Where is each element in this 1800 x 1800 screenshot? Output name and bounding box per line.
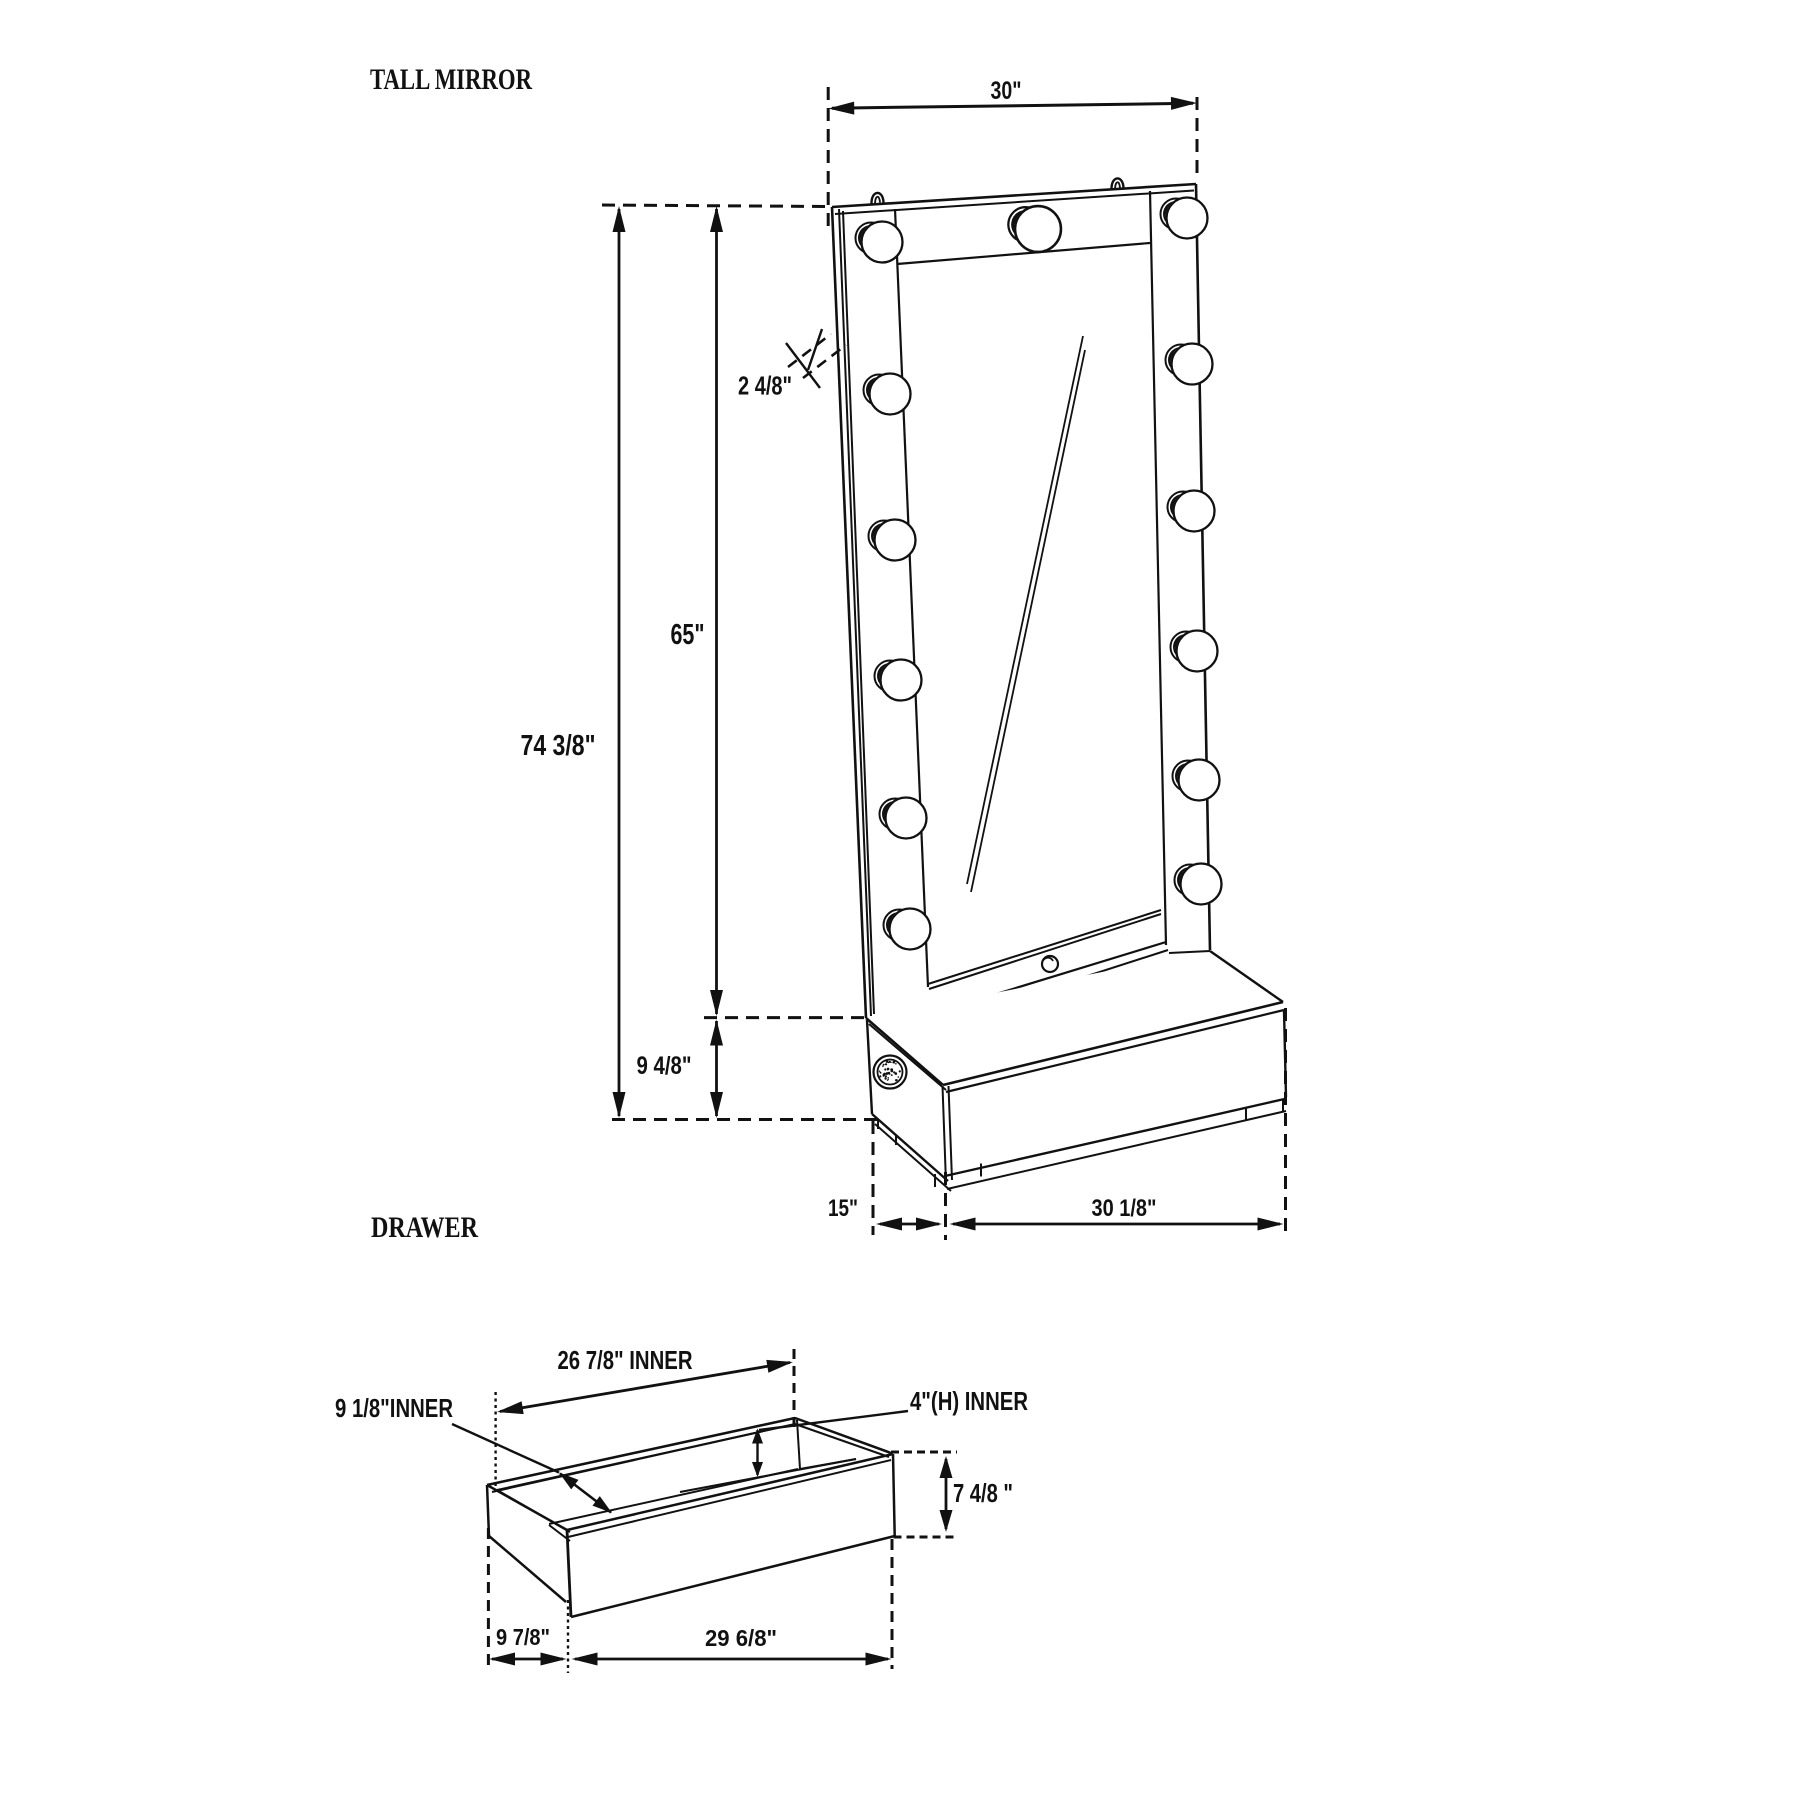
svg-text:9 7/8": 9 7/8": [496, 1624, 550, 1650]
svg-text:65": 65": [671, 619, 705, 651]
svg-text:30 1/8": 30 1/8": [1092, 1195, 1157, 1222]
svg-text:7 4/8 ": 7 4/8 ": [953, 1478, 1013, 1508]
svg-text:15": 15": [828, 1195, 858, 1222]
svg-text:DRAWER: DRAWER: [371, 1211, 478, 1244]
svg-text:29 6/8": 29 6/8": [705, 1625, 777, 1651]
svg-text:TALL MIRROR: TALL MIRROR: [370, 63, 532, 96]
svg-text:26 7/8" INNER: 26 7/8" INNER: [558, 1345, 693, 1375]
svg-text:74 3/8": 74 3/8": [521, 730, 596, 762]
svg-text:4"(H) INNER: 4"(H) INNER: [910, 1386, 1028, 1416]
svg-text:30": 30": [991, 77, 1022, 105]
svg-text:2 4/8": 2 4/8": [738, 371, 792, 401]
svg-text:9 1/8"INNER: 9 1/8"INNER: [335, 1393, 453, 1423]
svg-text:9 4/8": 9 4/8": [637, 1052, 692, 1080]
